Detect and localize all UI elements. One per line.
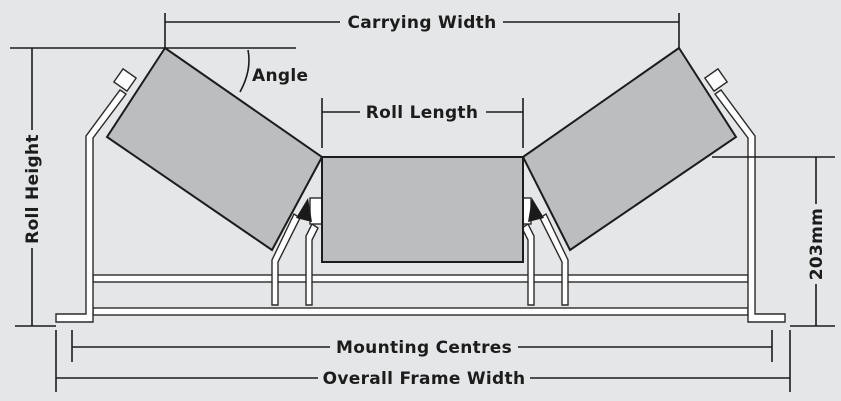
left-inner-support-b xyxy=(305,222,319,306)
rolls xyxy=(105,46,738,263)
roll-length-dimension: Roll Length xyxy=(321,98,524,148)
right-wing-roll xyxy=(521,46,738,252)
roll-height-dimension: Roll Height xyxy=(10,47,165,327)
left-side-bracket xyxy=(55,89,128,323)
mounting-centres-dimension: Mounting Centres xyxy=(71,330,773,362)
base-bar-bottom xyxy=(92,307,749,316)
angle-label: Angle xyxy=(252,66,308,86)
center-roll xyxy=(321,156,524,263)
roll-height-label: Roll Height xyxy=(23,134,43,244)
overall-frame-width-label: Overall Frame Width xyxy=(323,369,526,389)
mounting-centres-label: Mounting Centres xyxy=(336,338,512,358)
right-roll-bearing-block xyxy=(528,198,544,222)
side-height-label: 203mm xyxy=(807,208,827,280)
left-wing-roll xyxy=(105,46,324,252)
center-roll-shaft-left xyxy=(309,197,323,225)
roll-length-label: Roll Length xyxy=(366,103,479,123)
right-bracket-tab xyxy=(703,67,729,93)
angle-dimension: Angle xyxy=(165,47,308,93)
carrying-width-label: Carrying Width xyxy=(348,13,497,33)
right-side-bracket xyxy=(713,89,786,323)
left-bracket-tab xyxy=(112,67,138,93)
side-height-dimension: 203mm xyxy=(712,156,835,327)
carrying-width-dimension: Carrying Width xyxy=(164,13,680,48)
overall-frame-width-dimension: Overall Frame Width xyxy=(55,330,791,392)
left-roll-bearing-block xyxy=(296,198,312,222)
base-bar-top xyxy=(92,274,749,283)
